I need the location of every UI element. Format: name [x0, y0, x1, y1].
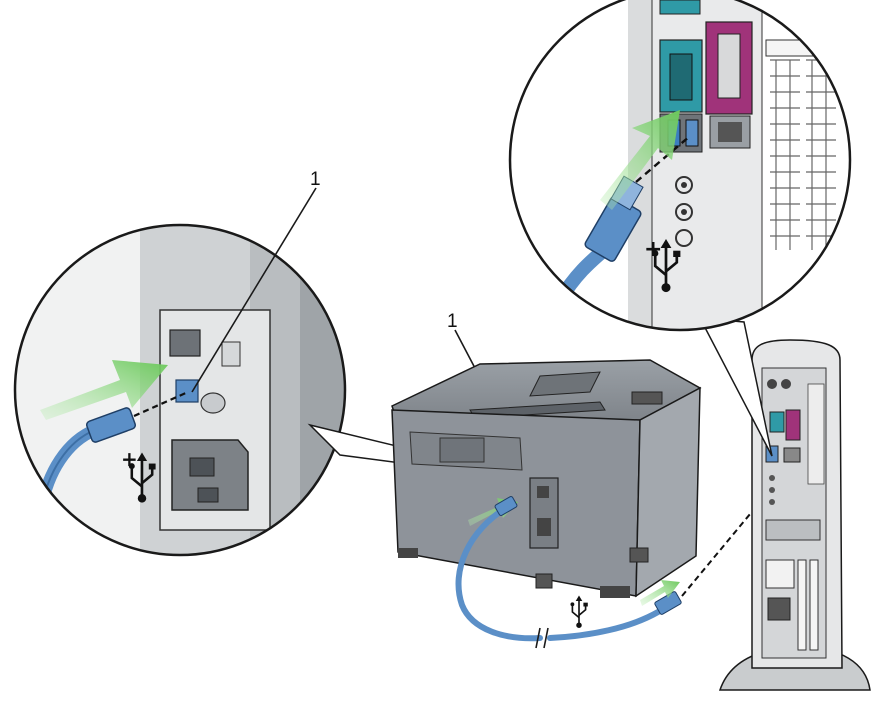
callout-label-printer-usb-port: 1 — [310, 169, 321, 190]
printer — [391, 359, 702, 598]
usb-symbol-icon — [569, 594, 589, 630]
svg-text:+: + — [644, 237, 662, 262]
computer-tower — [718, 339, 871, 691]
printer-port-magnifier: + — [13, 223, 347, 557]
computer-port-magnifier: + — [508, 0, 852, 332]
callout-label-printer-usb-port-overview: 1 — [447, 311, 458, 332]
svg-text:+: + — [121, 447, 138, 471]
callout-leader — [191, 187, 317, 393]
